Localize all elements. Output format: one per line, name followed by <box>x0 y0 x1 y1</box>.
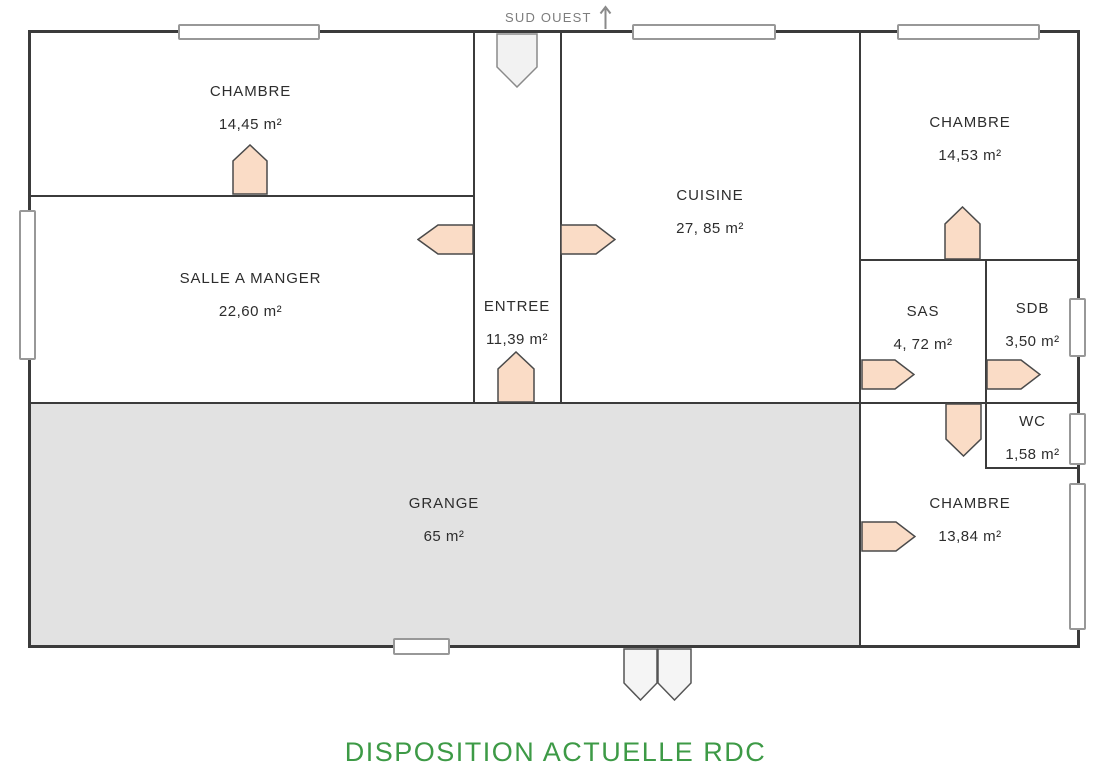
door-icon <box>944 206 981 260</box>
room-area: 3,50 m² <box>1005 333 1060 350</box>
window <box>897 24 1040 40</box>
door-icon <box>945 403 982 457</box>
door-icon <box>497 351 535 403</box>
window <box>19 210 36 360</box>
room-area: 27, 85 m² <box>676 220 744 237</box>
door-icon <box>986 359 1041 390</box>
room-sdb: SDB 3,50 m² <box>985 300 1080 350</box>
window <box>178 24 320 40</box>
double-door-right-icon <box>657 648 692 701</box>
window <box>632 24 776 40</box>
wall <box>473 30 475 404</box>
compass-label: SUD OUEST <box>505 9 592 25</box>
door-icon <box>861 521 916 552</box>
window <box>1069 413 1086 465</box>
room-cuisine: CUISINE 27, 85 m² <box>560 187 860 237</box>
grange-floor-fill <box>31 404 859 645</box>
room-area: 4, 72 m² <box>893 336 953 353</box>
wall <box>28 402 1080 404</box>
window <box>393 638 450 655</box>
room-chambre-top-left: CHAMBRE 14,45 m² <box>28 83 473 133</box>
wall <box>28 645 1080 648</box>
double-door-left-icon <box>623 648 658 701</box>
room-name: CHAMBRE <box>929 495 1011 512</box>
room-chambre-top-right: CHAMBRE 14,53 m² <box>860 114 1080 164</box>
door-icon <box>560 224 616 255</box>
room-area: 65 m² <box>423 528 465 545</box>
room-name: SALLE A MANGER <box>179 270 322 287</box>
door-icon <box>861 359 915 390</box>
room-wc: WC 1,58 m² <box>985 413 1080 463</box>
wall <box>28 30 1080 33</box>
room-area: 11,39 m² <box>485 331 549 348</box>
wall <box>28 195 475 197</box>
wall <box>560 30 562 404</box>
room-area: 22,60 m² <box>218 303 283 320</box>
north-arrow-icon <box>599 5 611 29</box>
door-icon <box>417 224 474 255</box>
page-title: DISPOSITION ACTUELLE RDC <box>344 737 767 767</box>
room-name: CUISINE <box>676 187 744 204</box>
room-name: CHAMBRE <box>209 83 292 100</box>
window <box>1069 483 1086 630</box>
room-area: 1,58 m² <box>1005 446 1060 463</box>
wall <box>859 259 1080 261</box>
compass: SUD OUEST <box>505 4 612 30</box>
room-area: 14,45 m² <box>218 116 283 133</box>
room-name: CHAMBRE <box>929 114 1011 131</box>
room-name: SDB <box>1015 300 1050 317</box>
entrance-door-icon <box>496 33 538 88</box>
room-sas: SAS 4, 72 m² <box>861 303 985 353</box>
room-name: SAS <box>906 303 940 320</box>
room-grange: GRANGE 65 m² <box>28 495 860 545</box>
room-salle-a-manger: SALLE A MANGER 22,60 m² <box>28 270 473 320</box>
wall <box>859 30 861 648</box>
room-area: 13,84 m² <box>938 528 1002 545</box>
window <box>1069 298 1086 357</box>
room-area: 14,53 m² <box>938 147 1002 164</box>
room-chambre-bottom-right: CHAMBRE 13,84 m² <box>860 495 1080 545</box>
room-entree: ENTREE 11,39 m² <box>473 298 561 348</box>
wall <box>985 260 987 469</box>
wall <box>985 467 1080 469</box>
room-name: ENTREE <box>483 298 551 315</box>
door-icon <box>232 144 268 195</box>
room-name: GRANGE <box>408 495 480 512</box>
room-name: WC <box>1019 413 1046 430</box>
